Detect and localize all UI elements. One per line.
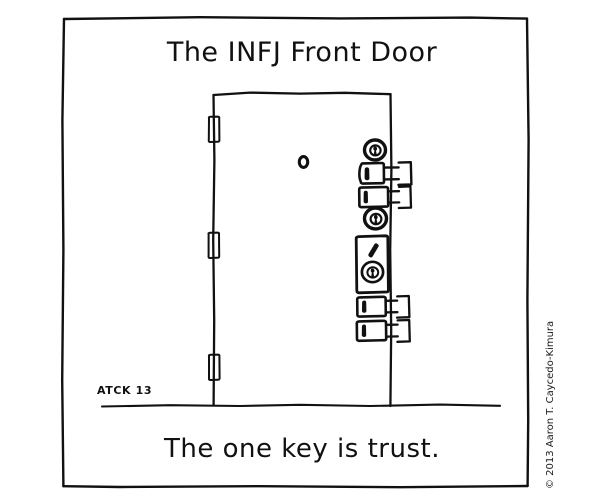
hinge-bottom	[207, 353, 221, 381]
panel-border	[61, 16, 530, 489]
hinge-middle	[207, 231, 221, 259]
lock-keypad-panel	[354, 234, 390, 295]
comic-caption: The one key is trust.	[163, 434, 440, 464]
lock-deadbolt-second	[357, 185, 413, 210]
front-door	[212, 91, 393, 408]
peephole-icon	[297, 155, 310, 169]
lock-deadbolt-third	[355, 294, 411, 319]
lock-round-keyed-lower	[362, 206, 389, 231]
copyright-notice: © 2013 Aaron T. Caycedo-Kimura	[545, 321, 556, 489]
lock-round-keyed-upper	[362, 138, 388, 162]
lock-deadbolt-upper	[358, 161, 413, 186]
floor-line	[100, 403, 502, 408]
page-title: The INFJ Front Door	[166, 37, 438, 68]
door-hinges	[207, 115, 221, 381]
artist-signature: ATCK 13	[97, 384, 152, 397]
lock-deadbolt-bottom	[355, 318, 411, 343]
hinge-top	[207, 115, 221, 143]
